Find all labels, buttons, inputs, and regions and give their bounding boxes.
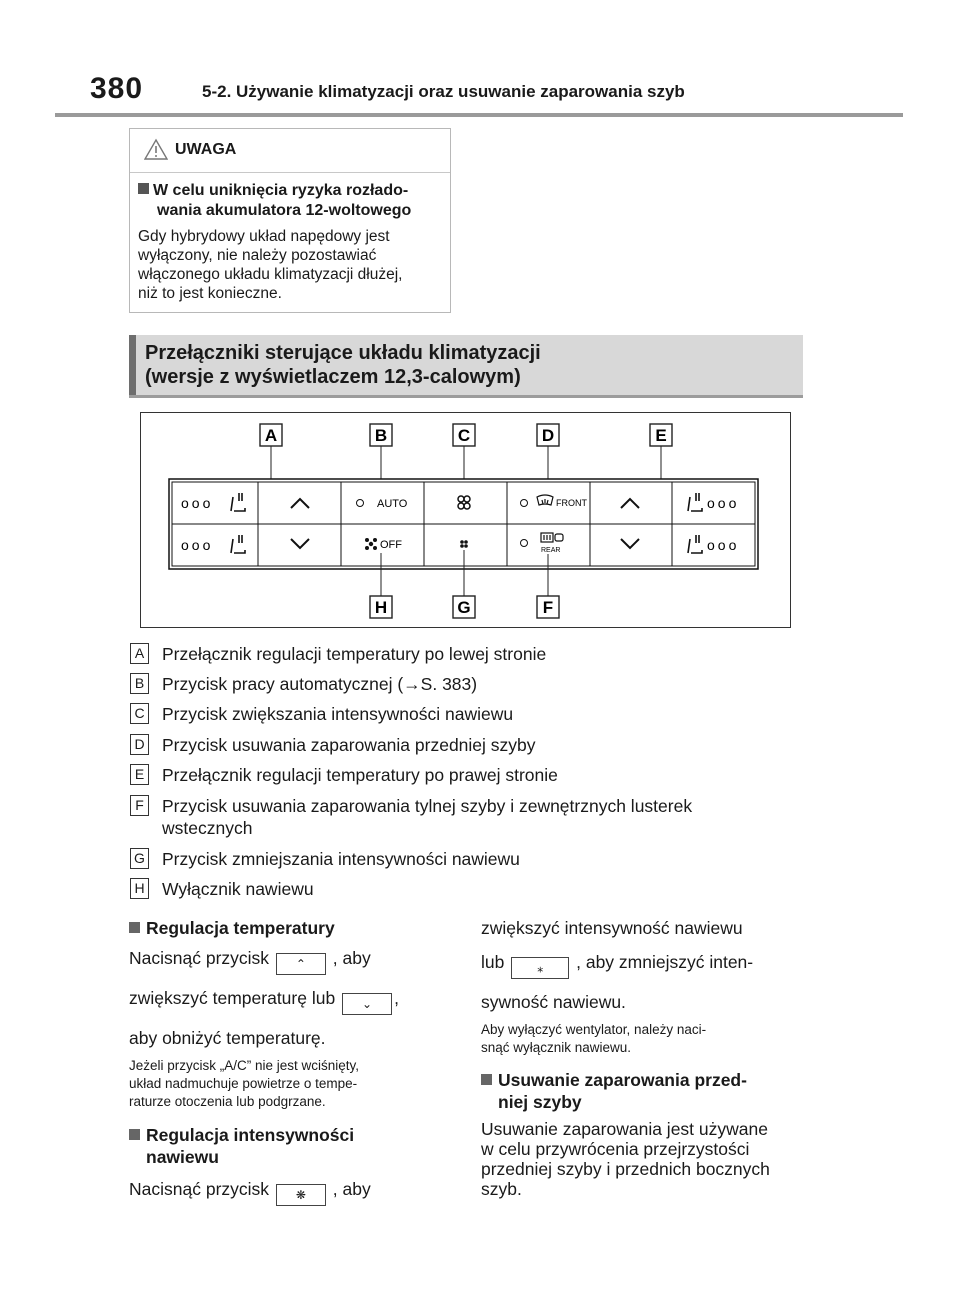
temp-down-key-icon: ⌄: [342, 993, 393, 1015]
right-column: zwiększyć intensywność nawiewu lub ⁎ , a…: [481, 917, 816, 1199]
square-bullet-icon: [481, 1074, 492, 1085]
chevron-down-icon: [620, 538, 640, 550]
left-column: Regulacja temperatury Nacisnąć przycisk …: [129, 917, 469, 1206]
fan-large-icon: [457, 495, 471, 510]
svg-text:G: G: [457, 598, 470, 617]
temp-heading: Regulacja temperatury: [129, 917, 469, 939]
svg-text:OFF: OFF: [380, 539, 402, 551]
running-head: 5-2. Używanie klimatyzacji oraz usuwanie…: [202, 82, 685, 101]
chevron-up-icon: [290, 497, 310, 509]
square-bullet-icon: [129, 1129, 140, 1140]
callout-g: G: [452, 550, 476, 619]
caution-heading: W celu uniknięcia ryzyka rozłado- wania …: [138, 181, 448, 221]
fan-note: Aby wyłączyć wentylator, należy naci- sn…: [481, 1022, 707, 1055]
caution-box: UWAGA W celu uniknięcia ryzyka rozłado- …: [129, 128, 451, 313]
square-bullet-icon: [138, 183, 149, 194]
rear-defrost-icon: [540, 532, 564, 543]
svg-text:A: A: [265, 426, 277, 445]
svg-text:E: E: [655, 426, 666, 445]
warning-triangle-icon: [144, 138, 168, 160]
square-bullet-icon: [129, 922, 140, 933]
fan-small-icon: [460, 540, 468, 548]
fan-down-key-icon: ⁎: [511, 957, 570, 979]
svg-text:ooo: ooo: [707, 495, 739, 511]
fan-heading: Regulacja intensywności nawiewu: [129, 1124, 469, 1168]
section-title: Przełączniki sterujące układu klimatyzac…: [145, 342, 541, 388]
callout-b: B: [369, 423, 393, 491]
fan-icon: [365, 538, 377, 550]
seat-heater-icon: [687, 493, 703, 554]
caution-body: Gdy hybrydowy układ napędowy jest wyłącz…: [138, 228, 403, 302]
section-bar: [129, 335, 136, 395]
callout-f: F: [536, 554, 560, 619]
defog-heading: Usuwanie zaparowania przed- niej szyby: [481, 1069, 816, 1113]
seat-heater-icon: [230, 493, 246, 554]
temp-note: Jeżeli przycisk „A/C” nie jest wciśnięty…: [129, 1058, 360, 1109]
callout-c: C: [452, 423, 476, 491]
svg-text:FRONT: FRONT: [556, 498, 587, 508]
svg-text:REAR: REAR: [541, 547, 560, 554]
chevron-up-icon: [620, 497, 640, 509]
page-number: 380: [90, 72, 144, 105]
front-defrost-icon: [536, 494, 554, 506]
svg-text:H: H: [375, 598, 387, 617]
svg-text:C: C: [458, 426, 470, 445]
defog-body: Usuwanie zaparowania jest używane w celu…: [481, 1119, 770, 1199]
temp-up-key-icon: ⌃: [275, 953, 326, 975]
climate-control-diagram: A B C D E: [140, 412, 791, 628]
section-heading: Przełączniki sterujące układu klimatyzac…: [129, 335, 803, 398]
svg-text:ooo: ooo: [181, 495, 213, 511]
caution-separator: [130, 172, 450, 173]
header-rule: [55, 113, 903, 117]
svg-text:B: B: [375, 426, 387, 445]
svg-text:ooo: ooo: [707, 537, 739, 553]
control-panel-illustration: A B C D E: [168, 423, 759, 619]
callout-h: H: [369, 553, 393, 619]
chevron-down-icon: [290, 538, 310, 550]
svg-text:D: D: [542, 426, 554, 445]
fan-up-key-icon: ❋: [275, 1184, 326, 1206]
svg-text:AUTO: AUTO: [377, 498, 408, 510]
caution-title: UWAGA: [175, 141, 237, 158]
svg-text:ooo: ooo: [181, 537, 213, 553]
svg-text:F: F: [543, 598, 553, 617]
